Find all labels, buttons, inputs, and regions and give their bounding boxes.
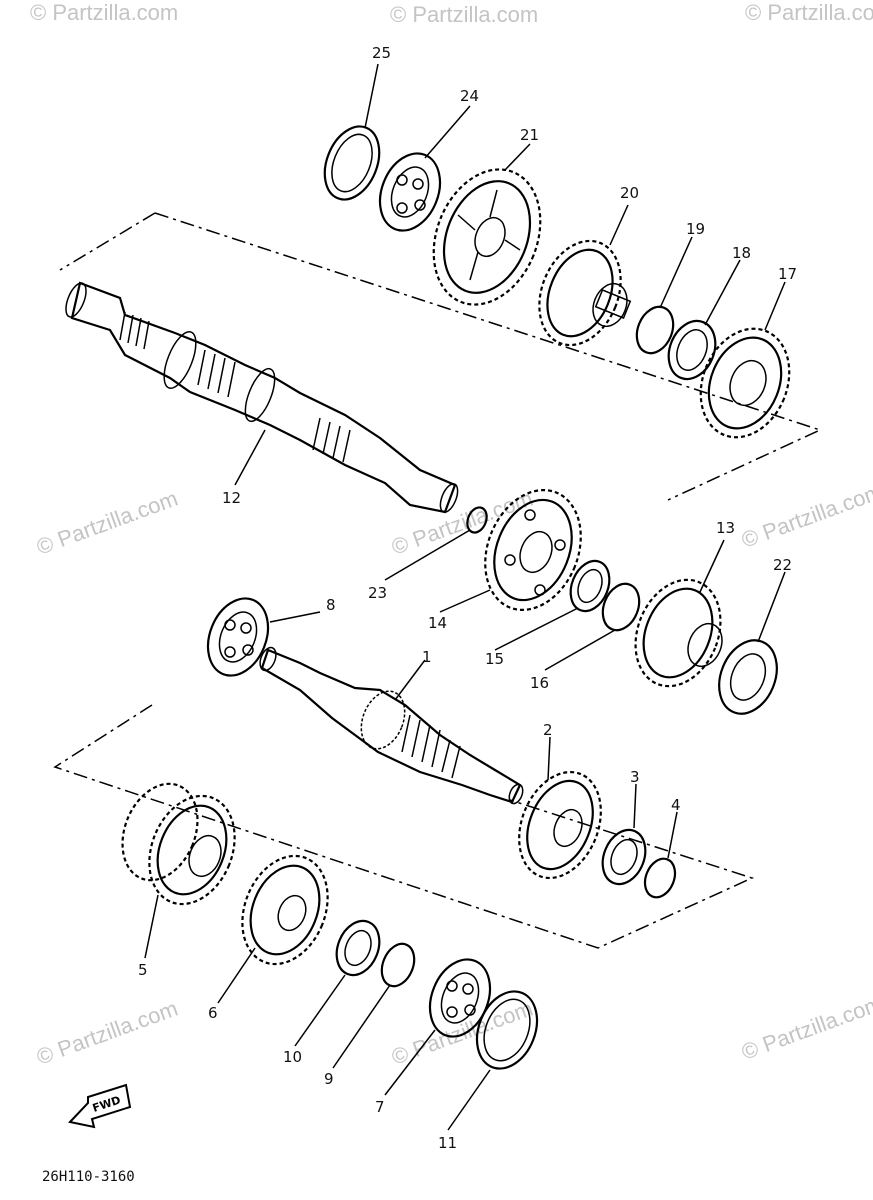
callout-23: 23 (368, 584, 387, 602)
fwd-arrow-icon: FWD (68, 1083, 132, 1129)
bearing-24[interactable] (369, 144, 451, 239)
callout-6: 6 (208, 1004, 218, 1022)
callout-16: 16 (530, 674, 549, 692)
bearing-8[interactable] (197, 589, 279, 684)
callout-1: 1 (422, 648, 432, 666)
washer-15[interactable] (564, 555, 617, 617)
lower-frame (53, 704, 755, 949)
upper-frame-left (59, 212, 156, 271)
circlip-19[interactable] (630, 301, 680, 358)
circlip-25[interactable] (315, 118, 390, 207)
collar-23[interactable] (464, 505, 490, 536)
upper-frame-right (154, 212, 823, 501)
watermark: © Partzilla.com (390, 2, 538, 27)
circlip-11[interactable] (466, 982, 548, 1077)
callout-labels: 1 2 3 4 5 6 7 8 9 10 11 12 13 14 15 16 1… (138, 44, 797, 1152)
main-shaft-12[interactable] (62, 280, 461, 514)
drive-axle-1[interactable] (257, 645, 525, 805)
watermark: © Partzilla.com (33, 996, 181, 1070)
gear-5[interactable] (109, 773, 250, 917)
watermark-group: © Partzilla.com © Partzilla.com © Partzi… (30, 0, 873, 1070)
washer-18[interactable] (660, 314, 723, 386)
callout-22: 22 (773, 556, 792, 574)
callout-9: 9 (324, 1070, 334, 1088)
washer-3[interactable] (595, 824, 653, 891)
callout-20: 20 (620, 184, 639, 202)
gear-14[interactable] (468, 476, 598, 625)
watermark: © Partzilla.com (30, 0, 178, 25)
callout-19: 19 (686, 220, 705, 238)
gear-2[interactable] (504, 760, 616, 890)
callout-5: 5 (138, 961, 148, 979)
washer-10[interactable] (329, 915, 387, 982)
circlip-9[interactable] (376, 939, 420, 991)
callout-24: 24 (460, 87, 479, 105)
callout-7: 7 (375, 1098, 385, 1116)
callout-2: 2 (543, 721, 553, 739)
callout-17: 17 (778, 265, 797, 283)
watermark: © Partzilla.com (388, 486, 536, 560)
gear-21[interactable] (414, 153, 559, 320)
gear-13[interactable] (620, 567, 735, 699)
gear-17[interactable] (685, 315, 805, 450)
bearing-22[interactable] (709, 632, 788, 723)
callout-13: 13 (716, 519, 735, 537)
callout-25: 25 (372, 44, 391, 62)
watermark: © Partzilla.com (388, 996, 536, 1070)
callout-18: 18 (732, 244, 751, 262)
callout-8: 8 (326, 596, 336, 614)
callout-21: 21 (520, 126, 539, 144)
gear-20[interactable] (525, 229, 636, 358)
callout-14: 14 (428, 614, 447, 632)
watermark: © Partzilla.com (738, 991, 873, 1065)
leader-lines (144, 63, 786, 1131)
callout-12: 12 (222, 489, 241, 507)
callout-11: 11 (438, 1134, 457, 1152)
watermark: © Partzilla.com (33, 486, 181, 560)
callout-3: 3 (630, 768, 640, 786)
circlip-16[interactable] (596, 578, 646, 635)
callout-4: 4 (671, 796, 681, 814)
diagram-code: 26H110-3160 (42, 1169, 135, 1185)
gear-6[interactable] (227, 843, 343, 977)
callout-10: 10 (283, 1048, 302, 1066)
watermark: © Partzilla.com (745, 0, 873, 25)
watermark: © Partzilla.com (738, 479, 873, 553)
circlip-4[interactable] (640, 854, 681, 902)
callout-15: 15 (485, 650, 504, 668)
